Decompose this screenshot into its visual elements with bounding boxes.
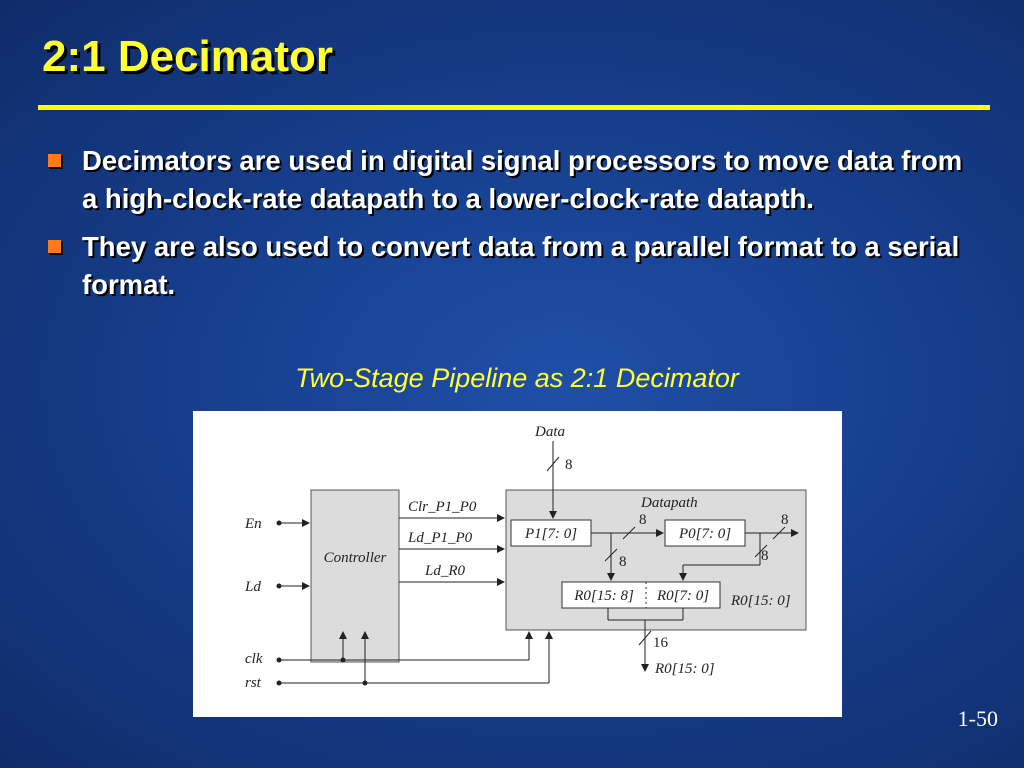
bullet-text: They are also used to convert data from … <box>82 231 960 300</box>
bullet-list: Decimators are used in digital signal pr… <box>42 142 972 314</box>
block-diagram-svg: Controller Datapath Data 8 P1[7: 0] 8 P0… <box>244 424 807 691</box>
bullet-item: Decimators are used in digital signal pr… <box>42 142 972 218</box>
r0-side-label: R0[15: 0] <box>730 593 791 609</box>
r0-high-label: R0[15: 8] <box>573 588 634 604</box>
title-divider <box>38 105 990 110</box>
p0-label: P0[7: 0] <box>678 526 731 542</box>
figure-caption: Two-Stage Pipeline as 2:1 Decimator <box>295 363 739 393</box>
clr-signal-label: Clr_P1_P0 <box>408 499 477 515</box>
en-input-label: En <box>244 516 262 532</box>
slide-title: 2:1 Decimator <box>42 32 334 81</box>
bullet-item: They are also used to convert data from … <box>42 228 972 304</box>
bullet-text: Decimators are used in digital signal pr… <box>82 145 963 214</box>
p1-p0-bus-width: 8 <box>639 512 647 528</box>
square-bullet-icon <box>48 154 61 167</box>
controller-block <box>310 489 400 663</box>
p1-register <box>510 519 592 547</box>
controller-label: Controller <box>324 550 387 566</box>
p1-r0-bus-width: 8 <box>619 554 627 570</box>
r0-output-label: R0[15: 0] <box>654 661 715 677</box>
p0-register <box>664 519 746 547</box>
p1-label: P1[7: 0] <box>524 526 577 542</box>
clk-input-label: clk <box>245 651 263 667</box>
r0-register <box>561 581 721 609</box>
ld-input-label: Ld <box>244 579 261 595</box>
decimator-diagram: Controller Datapath Data 8 P1[7: 0] 8 P0… <box>193 411 842 717</box>
datapath-label: Datapath <box>640 495 698 511</box>
ld-p1-p0-signal-label: Ld_P1_P0 <box>407 530 473 546</box>
data-bus-width: 8 <box>565 457 573 473</box>
ld-r0-signal-label: Ld_R0 <box>424 563 466 579</box>
square-bullet-icon <box>48 240 61 253</box>
page-number: 1-50 <box>957 706 998 731</box>
r0-out-bus-width: 16 <box>653 635 669 651</box>
rst-input-label: rst <box>245 675 262 691</box>
p0-out-bus-width: 8 <box>781 512 789 528</box>
data-input-label: Data <box>534 424 565 440</box>
p0-r0-bus-width: 8 <box>761 548 769 564</box>
r0-low-label: R0[7: 0] <box>656 588 709 604</box>
